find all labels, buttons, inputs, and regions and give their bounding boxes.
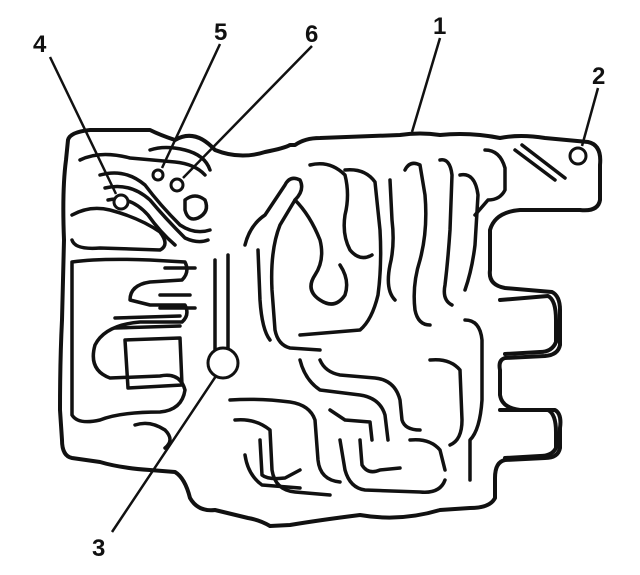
leader-line-1 [410, 37, 442, 133]
upper-left-passage-3 [103, 184, 210, 244]
leader-line-6 [182, 45, 313, 179]
central-passage-10 [473, 148, 507, 217]
lower-passage-12 [243, 453, 302, 490]
left-chamber-inner [123, 336, 184, 390]
right-tab [498, 294, 558, 356]
lower-passage-7 [358, 438, 402, 474]
hole-6 [169, 177, 185, 193]
accumulator-bore-hole [206, 346, 240, 380]
lower-passage-1 [228, 397, 342, 484]
central-passage-4 [293, 198, 349, 306]
lower-passage-5 [318, 358, 422, 432]
callout-label-3: 3 [92, 535, 105, 562]
lower-passage-4 [298, 358, 390, 442]
hole-2 [568, 146, 588, 166]
upper-left-passage-5 [183, 194, 209, 221]
right-diagonal-slot [513, 143, 567, 182]
central-passage-7 [403, 161, 432, 327]
central-passage-9 [458, 172, 480, 292]
callout-label-2: 2 [592, 63, 605, 90]
upper-left-passage-1 [78, 152, 207, 177]
central-passage-3 [308, 162, 374, 260]
callout-label-1: 1 [433, 13, 446, 40]
right-tab-lower [498, 408, 558, 460]
lower-passage-3 [258, 438, 302, 481]
left-chamber [70, 257, 189, 424]
left-upper-channel [70, 206, 167, 252]
callout-label-4: 4 [33, 31, 47, 58]
lower-passage-10 [463, 318, 484, 482]
left-chamber-slot-1 [113, 314, 182, 320]
callout-label-5: 5 [214, 19, 227, 46]
leader-line-5 [160, 43, 222, 169]
hole-4 [112, 193, 130, 211]
lower-left-notch [133, 421, 172, 450]
central-passage-6 [386, 178, 397, 302]
lower-passage-8 [408, 437, 447, 472]
left-chamber-slot-2 [113, 324, 182, 330]
lower-passage-9 [428, 357, 464, 447]
central-passage-5 [298, 168, 383, 337]
upper-left-passage-2 [98, 171, 212, 234]
leader-line-4 [48, 56, 118, 195]
lower-passage-6 [338, 438, 447, 494]
leader-line-2 [580, 87, 600, 147]
lower-passage-11 [328, 408, 374, 442]
lower-passage-2 [233, 417, 332, 497]
central-passage-1 [243, 176, 322, 352]
leader-line-3 [110, 375, 218, 533]
central-passage-2 [256, 248, 272, 342]
plate-outline [58, 128, 603, 528]
upper-left-passage-6 [148, 145, 212, 172]
hole-5 [151, 168, 165, 182]
callout-label-6: 6 [305, 21, 318, 48]
central-passage-8 [438, 158, 454, 307]
slots-left [158, 266, 197, 310]
